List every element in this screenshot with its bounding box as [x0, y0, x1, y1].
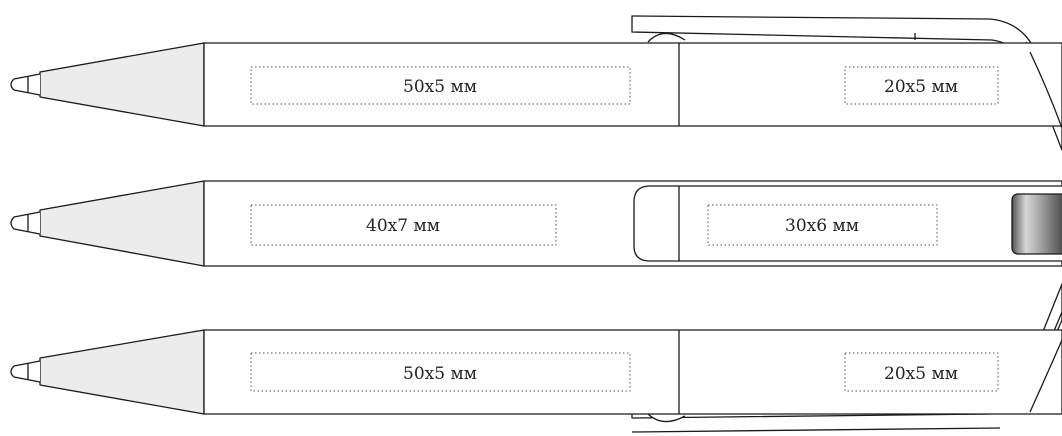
- print-area-label: 20x5 мм: [884, 364, 958, 384]
- print-area-clip: [707, 204, 938, 246]
- print-area-cap: [844, 352, 999, 392]
- pen-top: 50x5 мм 20x5 мм: [10, 15, 1062, 151]
- print-area-label: 40x7 мм: [366, 216, 440, 236]
- print-area-label: 30x6 мм: [785, 216, 859, 236]
- pen-tip: [39, 42, 205, 127]
- pen-barrel: [203, 329, 1062, 415]
- print-area-barrel: [250, 66, 631, 105]
- pen-nib: [10, 73, 41, 96]
- pen-tip: [39, 180, 205, 267]
- pen-bottom: 50x5 мм 20x5 мм: [10, 283, 1062, 433]
- print-area-label: 20x5 мм: [884, 77, 958, 97]
- print-area-barrel: [250, 204, 557, 246]
- pen-middle: 40x7 мм 30x6 мм: [10, 180, 1062, 267]
- pen-barrel: [203, 42, 1062, 127]
- print-area-barrel: [250, 352, 631, 392]
- pen-nib: [10, 211, 41, 235]
- pen-tip: [39, 329, 205, 415]
- print-area-label: 50x5 мм: [403, 77, 477, 97]
- push-button: [1011, 193, 1062, 255]
- pen-nib: [10, 360, 41, 383]
- print-area-cap: [844, 66, 999, 105]
- print-area-label: 50x5 мм: [403, 364, 477, 384]
